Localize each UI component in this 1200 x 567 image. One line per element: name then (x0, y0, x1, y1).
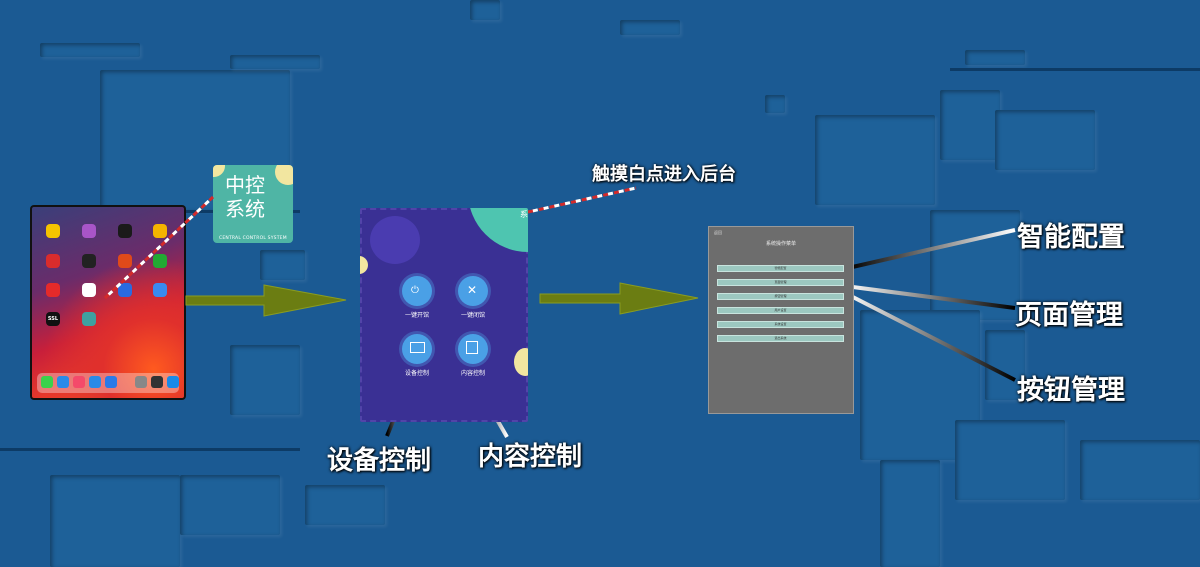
touch-dot-label: 触摸白点进入后台 (592, 164, 736, 185)
app-icon[interactable] (82, 283, 96, 297)
device-control-callout: 设备控制 (327, 446, 432, 476)
menu-item-button-manage[interactable]: 按钮管理 (717, 293, 844, 300)
menu-item-system-settings[interactable]: 系统设置 (717, 321, 844, 328)
ipad-home-screen: SSL (32, 207, 184, 398)
app-icon[interactable] (46, 283, 60, 297)
mail-icon[interactable] (89, 376, 101, 388)
device-control-label: 设备控制 (404, 370, 429, 377)
menu-item-exit[interactable]: 退出系统 (717, 335, 844, 342)
app-icon[interactable] (46, 224, 60, 238)
files-icon[interactable] (105, 376, 117, 388)
app-icon[interactable] (153, 224, 167, 238)
safari-icon[interactable] (57, 376, 69, 388)
system-menu-window: 返回 系统操作菜单 智能配置 页面管理 按钮管理 用户设置 系统设置 退出系统 (708, 226, 854, 414)
app-icon[interactable] (153, 283, 167, 297)
app-icon[interactable] (118, 283, 132, 297)
appstore-icon[interactable] (167, 376, 179, 388)
settings-icon[interactable] (135, 376, 147, 388)
app-icon[interactable] (82, 254, 96, 268)
ssl-app-icon[interactable]: SSL (46, 312, 60, 326)
music-icon[interactable] (73, 376, 85, 388)
logo-subtitle: CENTRAL CONTROL SYSTEM (219, 236, 287, 241)
app-icon[interactable] (82, 224, 96, 238)
pointer-line-touch (527, 186, 637, 214)
content-control-callout: 内容控制 (478, 442, 583, 472)
flow-arrow-1 (185, 284, 347, 317)
content-control-label: 内容控制 (460, 370, 485, 377)
app-icon[interactable] (46, 254, 60, 268)
logo-title: 中控 系统 (225, 173, 265, 221)
monitor-icon (410, 342, 425, 353)
page-manage-callout: 页面管理 (1015, 300, 1123, 331)
pointer-line-ipad (103, 195, 215, 300)
content-icon (466, 341, 478, 354)
menu-item-user-settings[interactable]: 用户设置 (717, 307, 844, 314)
menu-item-smart-config[interactable]: 智能配置 (717, 265, 844, 272)
messages-icon[interactable] (41, 376, 53, 388)
device-control-button[interactable] (402, 334, 432, 364)
callout-smart (847, 228, 1016, 270)
ipad-device: SSL (30, 205, 186, 400)
app-icon[interactable] (118, 254, 132, 268)
app-icon[interactable] (153, 254, 167, 268)
button-manage-callout: 按钮管理 (1017, 375, 1125, 406)
power-icon: ⏻ (411, 285, 419, 296)
close-icon: ✕ (467, 283, 478, 297)
app-icon[interactable] (82, 312, 96, 326)
callout-button (844, 291, 1016, 382)
app-icon[interactable] (151, 376, 163, 388)
central-control-logo: 中控 系统 CENTRAL CONTROL SYSTEM (213, 165, 293, 243)
control-panel-screen: 中控 系统 一键开馆 一键闭馆 设备控制 内容控制 ⏻ ✕ (360, 208, 528, 422)
open-all-button[interactable] (402, 276, 432, 306)
content-control-button[interactable] (458, 334, 488, 364)
smart-config-callout: 智能配置 (1017, 222, 1125, 253)
app-icon[interactable] (118, 224, 132, 238)
close-all-label: 一键闭馆 (460, 312, 485, 319)
ipad-dock (37, 373, 179, 393)
flow-arrow-2 (539, 282, 699, 315)
menu-title: 系统操作菜单 (765, 241, 796, 247)
menu-item-page-manage[interactable]: 页面管理 (717, 279, 844, 286)
open-all-label: 一键开馆 (404, 312, 429, 319)
callout-page (844, 284, 1016, 310)
close-all-button[interactable] (458, 276, 488, 306)
back-button[interactable]: 返回 (714, 230, 722, 235)
